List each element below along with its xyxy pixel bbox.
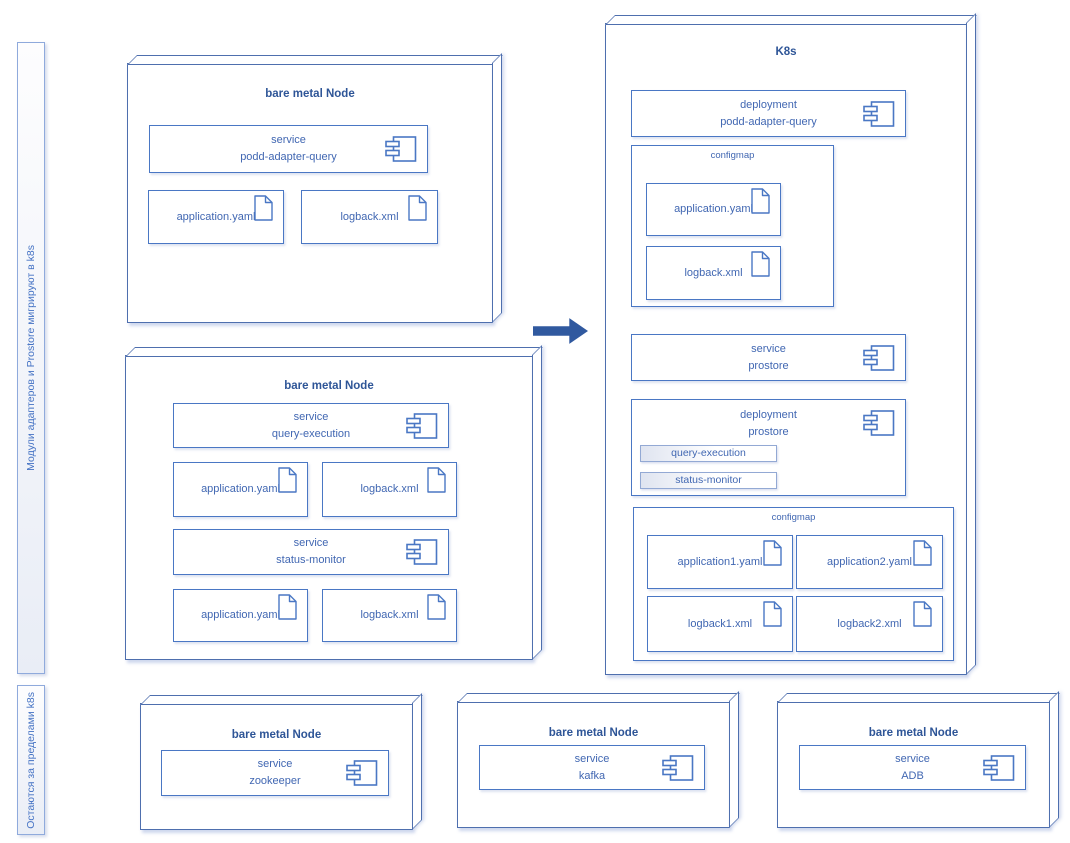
node-bare-metal-podd-adapter: bare metal Node service podd-adapter-que… [127,63,493,323]
file-name: application2.yaml [827,555,912,568]
service-kind: service [293,537,329,549]
document-icon [254,195,273,221]
document-icon [763,601,782,627]
deployment-podd-adapter-query: deployment podd-adapter-query [631,90,906,137]
node-bare-metal-zookeeper: bare metal Node service zookeeper [140,703,413,830]
file-application-yaml: application.yaml [646,183,781,236]
component-icon [406,539,438,565]
service-query-execution: service query-execution [173,403,449,448]
service-status-monitor: service status-monitor [173,529,449,575]
node-k8s: K8s deployment podd-adapter-query config… [605,23,967,675]
node-bare-metal-query-execution: bare metal Node service query-execution … [125,355,533,660]
pod-name: query-execution [671,447,746,459]
file-logback-xml: logback.xml [301,190,438,244]
document-icon [427,594,446,620]
file-application1-yaml: application1.yaml [647,535,793,589]
service-kind: service [293,410,329,423]
file-name: logback.xml [684,266,743,279]
file-logback-xml: logback.xml [322,589,457,642]
component-icon [406,412,438,439]
service-name: prostore [748,359,789,372]
node-title: bare metal Node [284,380,374,392]
side-label-migrate-text: Модули адаптеров и Prostore мигрируют в … [25,245,37,471]
file-logback-xml: logback.xml [646,246,781,300]
node-title: K8s [775,46,797,58]
document-icon [913,601,932,627]
file-name: application.yaml [201,483,280,495]
service-name: podd-adapter-query [240,151,337,163]
deployment-kind: deployment [740,409,797,421]
side-label-stay-outside-k8s: Остаются за пределами k8s [17,685,45,835]
migration-arrow-icon [533,318,588,344]
file-name: application.yaml [674,203,753,215]
file-name: logback2.xml [837,617,902,630]
service-podd-adapter-query: service podd-adapter-query [149,125,428,173]
component-icon [385,136,417,162]
document-icon [278,594,297,620]
pod-query-execution: query-execution [640,445,777,462]
node-title: bare metal Node [548,727,639,739]
file-name: logback1.xml [687,617,753,630]
file-name: logback.xml [360,609,419,621]
deployment-name: prostore [748,426,789,438]
file-application2-yaml: application2.yaml [796,535,943,589]
file-name: logback.xml [340,210,399,223]
file-application-yaml: application.yaml [148,190,284,244]
service-kind: service [751,342,786,355]
configmap-group-prostore: configmap application1.yaml application2… [633,507,954,661]
file-logback-xml: logback.xml [322,462,457,517]
node-title: bare metal Node [265,88,355,100]
file-application-yaml: application.yaml [173,589,308,642]
service-adb: service ADB [799,745,1026,790]
node-bare-metal-adb: bare metal Node service ADB [777,701,1050,828]
service-zookeeper: service zookeeper [161,750,389,796]
file-name: application.yaml [201,609,280,621]
file-name: application.yaml [176,210,256,223]
service-kind: service [257,758,293,770]
node-title: bare metal Node [231,729,322,741]
component-icon [662,754,694,781]
document-icon [408,195,427,221]
document-icon [278,467,297,493]
component-icon [346,760,378,786]
component-icon [863,410,895,436]
configmap-label: configmap [710,150,755,161]
pod-name: status-monitor [675,474,742,486]
file-logback1-xml: logback1.xml [647,596,793,652]
service-name: zookeeper [249,775,301,787]
document-icon [913,540,932,566]
side-label-stay-text: Остаются за пределами k8s [25,691,37,829]
component-icon [983,754,1015,781]
configmap-label: configmap [771,512,816,523]
deployment-prostore: deployment prostore query-execution stat… [631,399,906,496]
file-application-yaml: application.yaml [173,462,308,517]
service-name: status-monitor [276,554,346,566]
file-logback2-xml: logback2.xml [796,596,943,652]
service-kafka: service kafka [479,745,705,790]
side-label-migrate-to-k8s: Модули адаптеров и Prostore мигрируют в … [17,42,45,674]
document-icon [751,251,770,277]
component-icon [863,344,895,371]
service-kind: service [895,752,930,765]
deployment-name: podd-adapter-query [720,115,817,128]
component-icon [863,100,895,127]
file-name: application1.yaml [677,555,763,568]
document-icon [427,467,446,493]
configmap-group-adapter: configmap application.yaml logback.xml [631,145,834,307]
node-bare-metal-kafka: bare metal Node service kafka [457,701,730,828]
deployment-kind: deployment [740,98,797,111]
service-name: query-execution [271,427,351,440]
document-icon [763,540,782,566]
pod-status-monitor: status-monitor [640,472,777,489]
node-title: bare metal Node [868,727,959,739]
service-kind: service [574,752,610,765]
document-icon [751,188,770,214]
service-name: kafka [578,769,606,782]
service-kind: service [271,134,306,146]
service-name: ADB [901,769,924,782]
file-name: logback.xml [360,483,419,495]
service-prostore: service prostore [631,334,906,381]
